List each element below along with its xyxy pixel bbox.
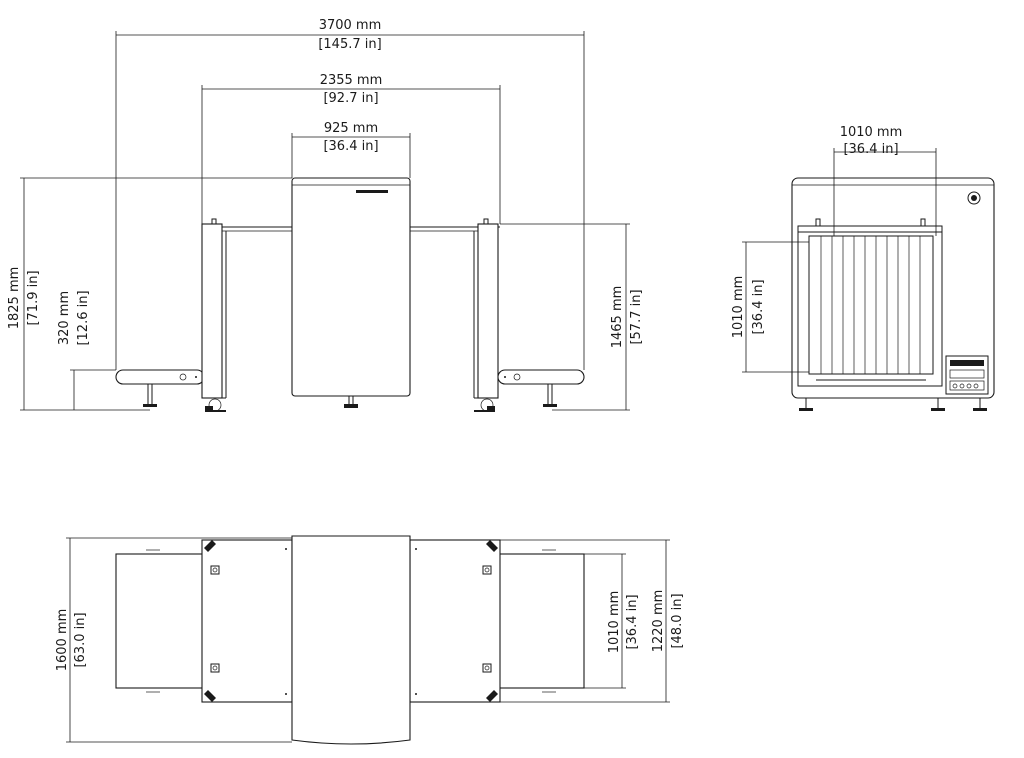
dim-3700-imperial: [145.7 in] — [318, 37, 381, 52]
front-dimensions — [20, 31, 630, 411]
dim-1825-metric: 1825 mm — [7, 267, 22, 330]
right-table — [410, 218, 500, 412]
dim-925-metric: 925 mm — [324, 121, 378, 136]
dim-2355-imperial: [92.7 in] — [323, 91, 378, 106]
dim-1010-width-imperial: [36.4 in] — [843, 142, 898, 157]
dim-925-imperial: [36.4 in] — [323, 139, 378, 154]
front-view — [20, 31, 630, 412]
dim-3700-metric: 3700 mm — [319, 18, 382, 33]
dim-1010-belt-metric: 1010 mm — [607, 591, 622, 654]
dim-1010-height-metric: 1010 mm — [731, 276, 746, 339]
dim-1465-metric: 1465 mm — [610, 286, 625, 349]
dim-1825-imperial: [71.9 in] — [26, 270, 41, 325]
right-conveyor — [497, 369, 585, 407]
dim-1010-height-imperial: [36.4 in] — [751, 279, 766, 334]
dim-320-imperial: [12.6 in] — [76, 290, 91, 345]
dim-1600-metric: 1600 mm — [55, 609, 70, 672]
housing — [291, 177, 411, 408]
dim-2355-metric: 2355 mm — [320, 73, 383, 88]
control-panel — [945, 355, 989, 395]
dim-1010-width-metric: 1010 mm — [840, 125, 903, 140]
dim-1010-belt-imperial: [36.4 in] — [625, 594, 640, 649]
dim-320-metric: 320 mm — [57, 291, 72, 345]
top-dimensions — [66, 537, 670, 743]
dim-1465-imperial: [57.7 in] — [629, 289, 644, 344]
side-view — [742, 148, 995, 411]
side-dimensions — [742, 148, 937, 373]
dim-1600-imperial: [63.0 in] — [73, 612, 88, 667]
dimension-labels: 3700 mm [145.7 in] 2355 mm [92.7 in] 925… — [7, 18, 902, 671]
left-table — [201, 218, 292, 412]
top-view — [66, 535, 670, 745]
tunnel-curtains — [820, 236, 921, 374]
dim-1220-imperial: [48.0 in] — [670, 593, 685, 648]
dim-1220-metric: 1220 mm — [651, 590, 666, 653]
emergency-stop-icon — [967, 191, 981, 205]
left-conveyor — [115, 369, 205, 407]
